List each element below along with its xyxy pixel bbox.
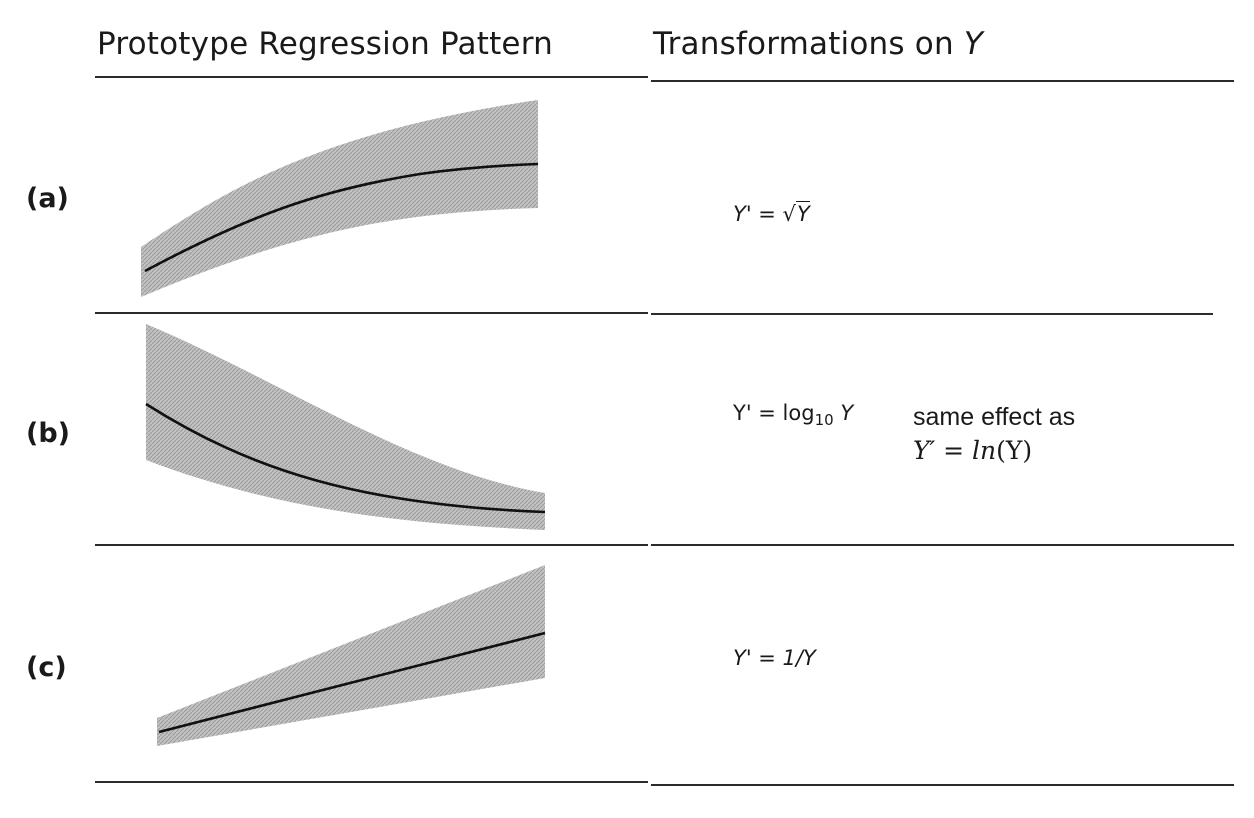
note-line-2-fn: ln — [972, 436, 997, 465]
rule-row-c-right — [651, 784, 1234, 786]
note-line-2-arg: (Y) — [996, 436, 1033, 465]
pattern-c — [157, 565, 546, 746]
rule-header-right — [651, 80, 1234, 82]
note-same-effect: same effect as Y′ = ln(Y) — [913, 400, 1075, 468]
pattern-b-curve — [145, 402, 546, 514]
note-line-1: same effect as — [913, 403, 1076, 431]
pattern-a — [141, 100, 539, 297]
formula-b-rhs: Y — [833, 401, 854, 425]
pattern-a-band — [141, 100, 538, 297]
pattern-c-band — [157, 565, 545, 746]
formula-b: Y' = log10 Y — [733, 401, 853, 429]
pattern-a-curve — [144, 162, 539, 273]
row-label-c: (c) — [26, 652, 67, 683]
sqrt-sign: √ — [782, 202, 796, 226]
formula-b-lhs: Y' = log — [733, 401, 815, 425]
rule-row-b-right — [651, 544, 1234, 546]
formula-b-subscript: 10 — [814, 411, 834, 430]
header-transformations-variable: Y — [963, 26, 983, 62]
formula-a-lhs: Y' = — [733, 202, 783, 226]
row-label-b: (b) — [26, 418, 71, 449]
note-line-2-lhs: Y′ = — [913, 436, 973, 465]
formula-a: Y' = √Y — [733, 201, 810, 226]
row-label-a: (a) — [26, 183, 69, 214]
note-line-2: Y′ = ln(Y) — [913, 434, 1075, 468]
pattern-c-curve — [158, 631, 546, 734]
rule-row-b-left — [95, 544, 648, 546]
header-prototype-pattern: Prototype Regression Pattern — [97, 26, 553, 62]
rule-row-c-left — [95, 781, 648, 783]
rule-row-a-right — [651, 313, 1213, 315]
header-transformations-text: Transformations on — [653, 26, 964, 62]
rule-row-a-left — [95, 312, 648, 314]
pattern-b — [145, 324, 546, 530]
formula-c-text: Y' = 1/Y — [733, 646, 816, 670]
formula-a-radicand: Y — [795, 201, 810, 226]
header-transformations: Transformations on Y — [653, 26, 983, 62]
pattern-b-band — [146, 324, 545, 530]
formula-c: Y' = 1/Y — [733, 646, 816, 670]
rule-header-left — [95, 76, 648, 78]
